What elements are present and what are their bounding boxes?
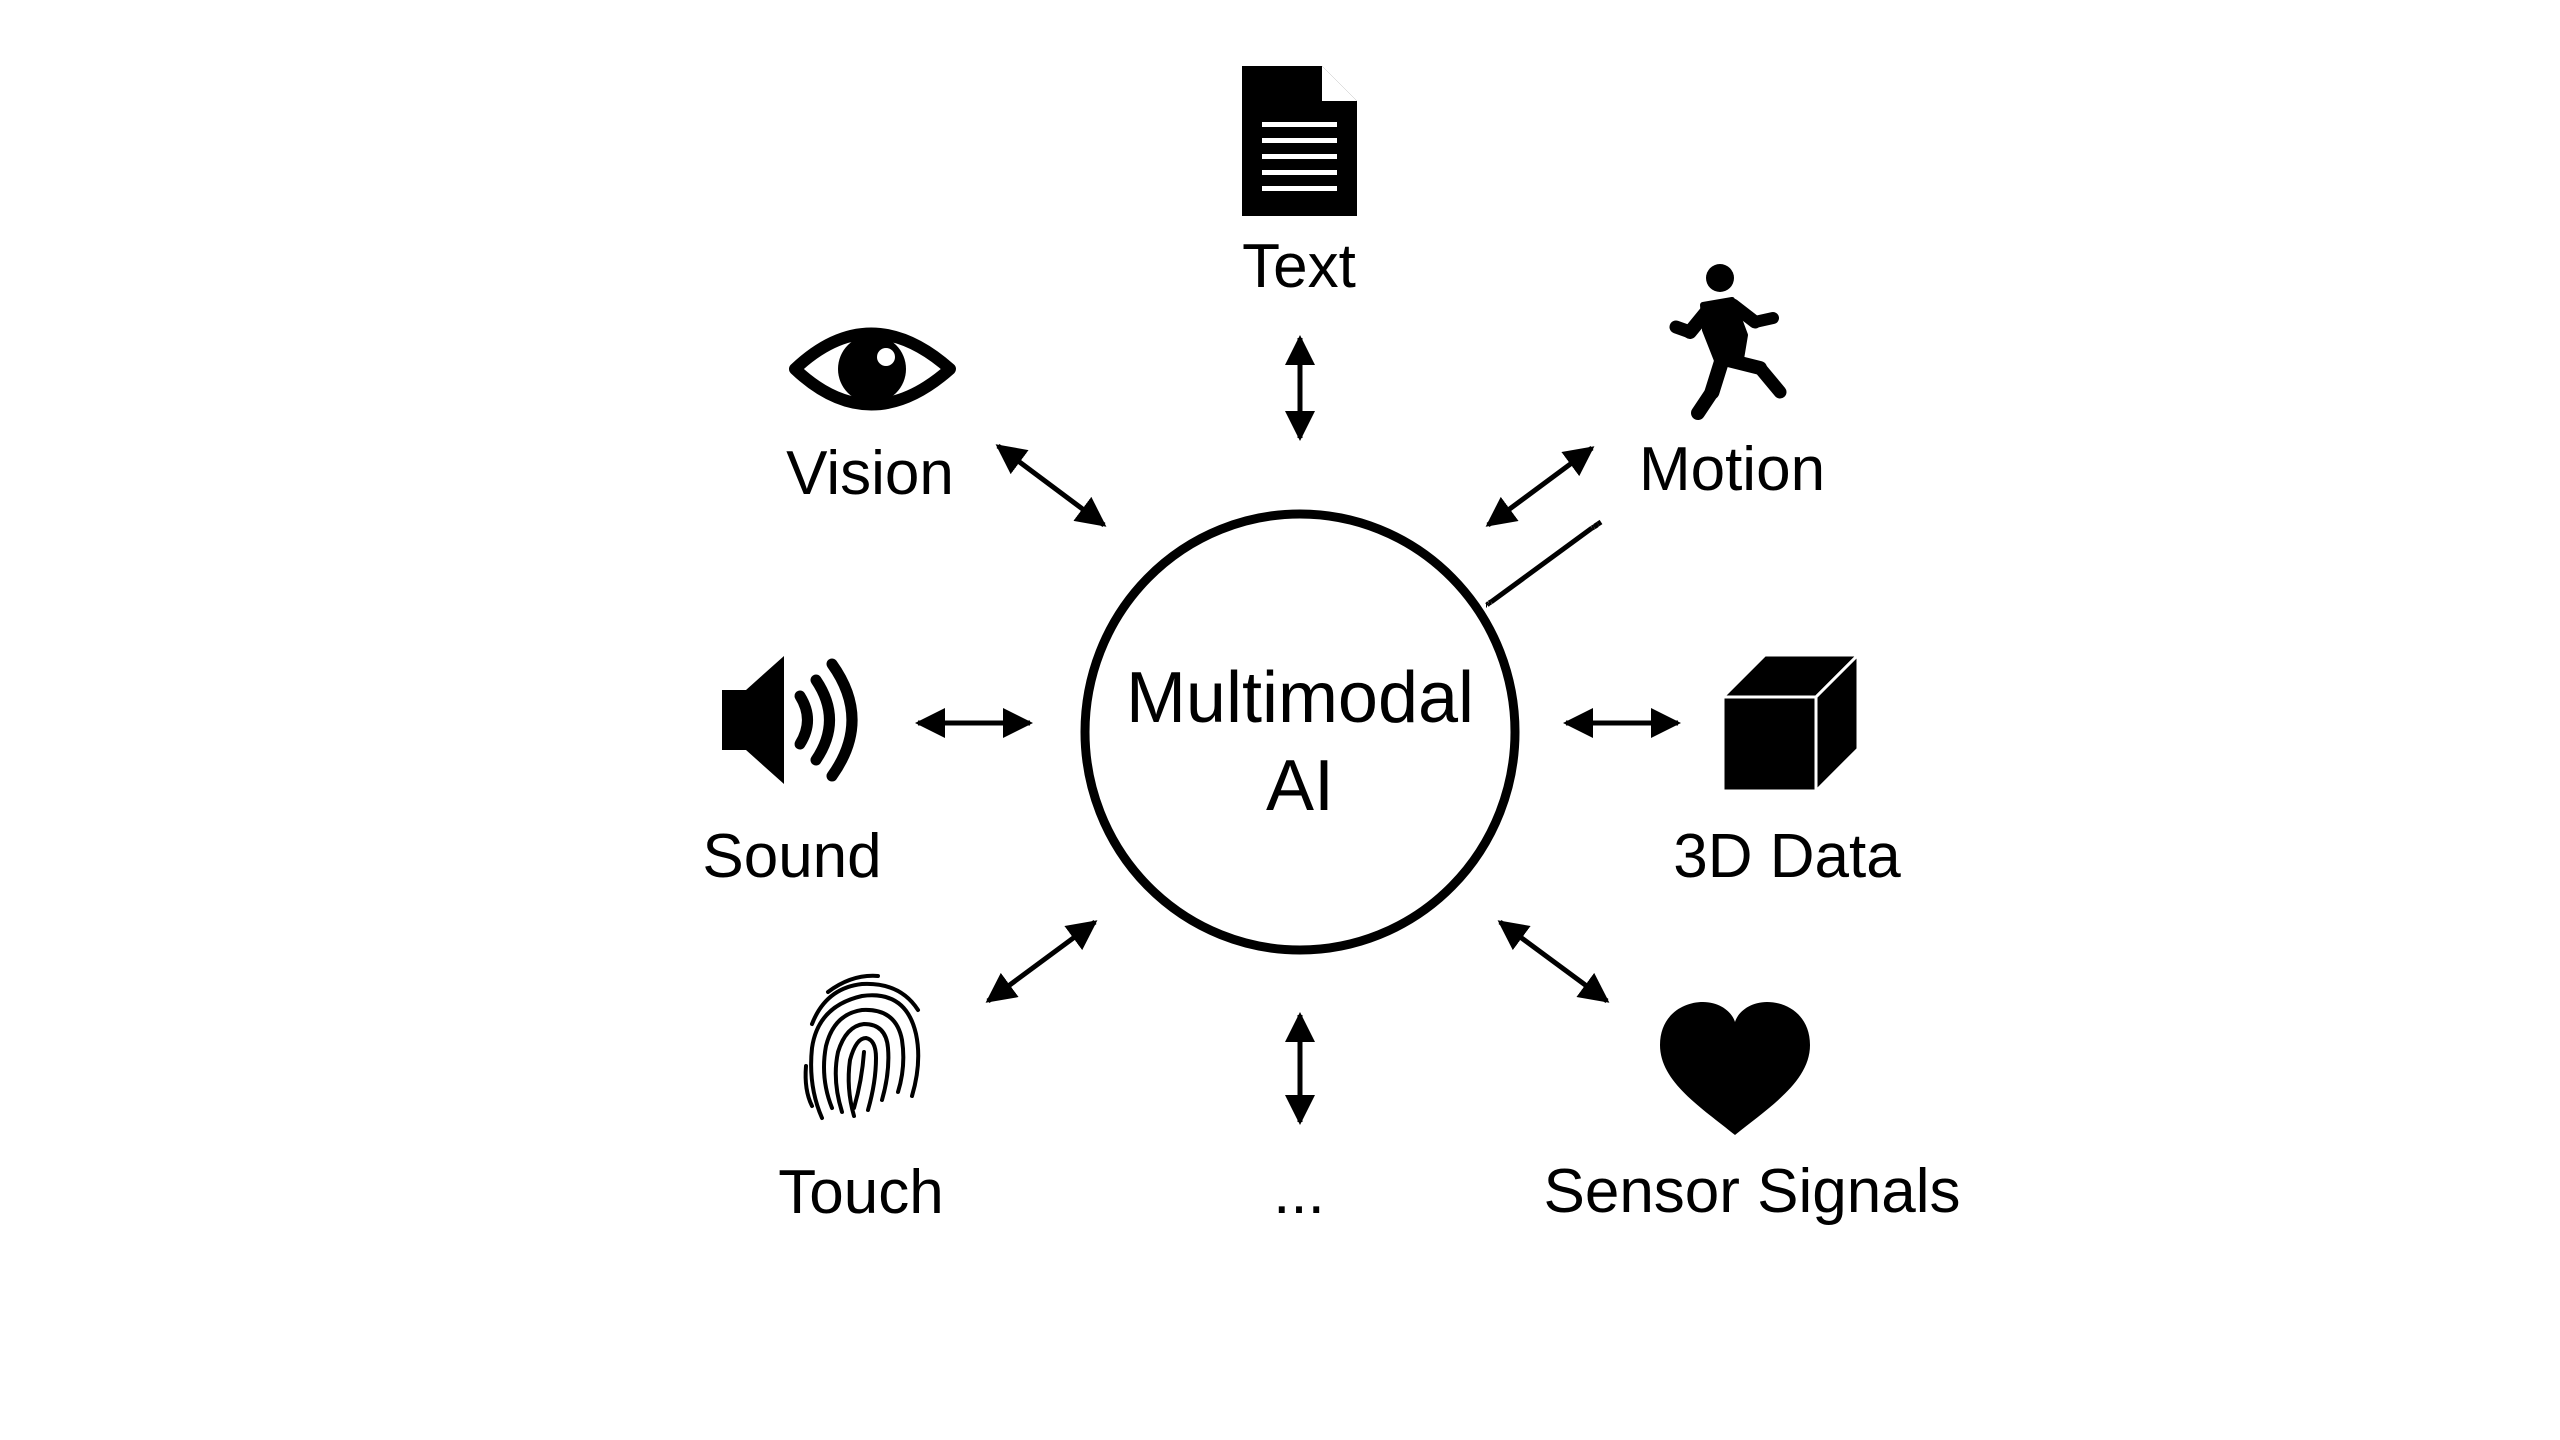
sensor-signals-label: Sensor Signals — [1543, 1157, 1960, 1226]
center-circle — [1080, 509, 1520, 955]
more-label: ... — [1273, 1158, 1325, 1227]
sound-label: Sound — [702, 822, 881, 891]
sensor-signals-arrow — [1497, 919, 1610, 1004]
modality-sound: Sound — [702, 656, 1033, 891]
center-label-line2: AI — [1266, 746, 1334, 826]
modality-sensor-signals: Sensor Signals — [1497, 919, 1961, 1226]
center-label-line1: Multimodal — [1126, 658, 1474, 738]
modality-touch: Touch — [778, 919, 1098, 1227]
motion-arrow — [1485, 445, 1595, 528]
touch-label: Touch — [778, 1158, 943, 1227]
vision-arrow — [995, 443, 1107, 528]
heart-icon — [1660, 1002, 1810, 1135]
fingerprint-icon — [803, 973, 921, 1120]
vision-label: Vision — [786, 439, 954, 508]
cube-icon — [1719, 651, 1862, 795]
running-person-icon — [1669, 264, 1787, 420]
center-node: Multimodal AI — [1080, 509, 1520, 955]
text-label: Text — [1242, 232, 1356, 301]
modality-3d-data: 3D Data — [1563, 651, 1901, 891]
speaker-icon — [722, 656, 858, 784]
modality-vision: Vision — [786, 327, 1107, 528]
modality-more: ... — [1273, 1012, 1325, 1227]
3d-data-label: 3D Data — [1673, 822, 1901, 891]
modality-text: Text — [1242, 66, 1357, 441]
eye-icon — [789, 327, 956, 411]
modality-motion: Motion — [1485, 264, 1825, 608]
document-icon — [1242, 66, 1357, 216]
motion-label: Motion — [1639, 435, 1825, 504]
touch-arrow — [985, 919, 1098, 1004]
